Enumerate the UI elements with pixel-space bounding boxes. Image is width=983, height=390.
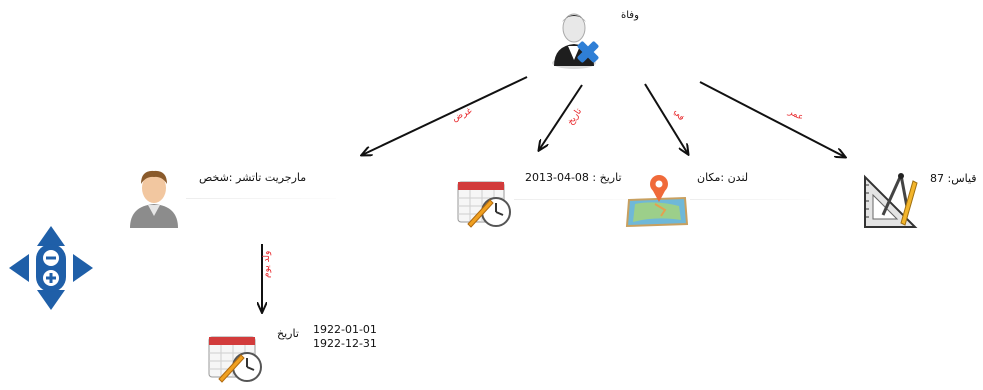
date-event-underline [514, 199, 634, 200]
measure-label: 87 :قياس [930, 172, 977, 185]
person-underline [186, 198, 336, 199]
pan-down-arrow [37, 290, 65, 310]
edge-date [539, 84, 583, 150]
edge-label-born-on: ولد يوم [262, 250, 272, 278]
user-remove-icon[interactable] [548, 8, 604, 70]
calendar-clock-icon[interactable] [456, 178, 514, 230]
person-icon[interactable] [126, 166, 182, 230]
map-pin-icon[interactable] [625, 170, 689, 230]
edge-age [699, 81, 845, 157]
birth-date-end: 1922-12-31 [313, 337, 377, 350]
death-label: وفاة [621, 10, 639, 21]
edge-in [644, 83, 688, 154]
birth-date-start: 1922-01-01 [313, 323, 377, 336]
place-label: لندن :مكان [697, 171, 749, 184]
place-underline [690, 199, 810, 200]
date-event-label: 2013-04-08 : تاريخ [525, 171, 622, 184]
birth-calendar-clock-icon[interactable] [207, 333, 265, 385]
ruler-compass-icon[interactable] [861, 171, 921, 231]
birth-date-label: تاريخ [277, 327, 299, 340]
pan-up-arrow [37, 226, 65, 246]
navigation-pad-icon[interactable] [9, 226, 93, 310]
pan-right-arrow [73, 254, 93, 282]
pan-left-arrow [9, 254, 29, 282]
edge-purpose [362, 76, 528, 155]
person-label: مارجريت تاتشر :شخص [199, 171, 307, 184]
